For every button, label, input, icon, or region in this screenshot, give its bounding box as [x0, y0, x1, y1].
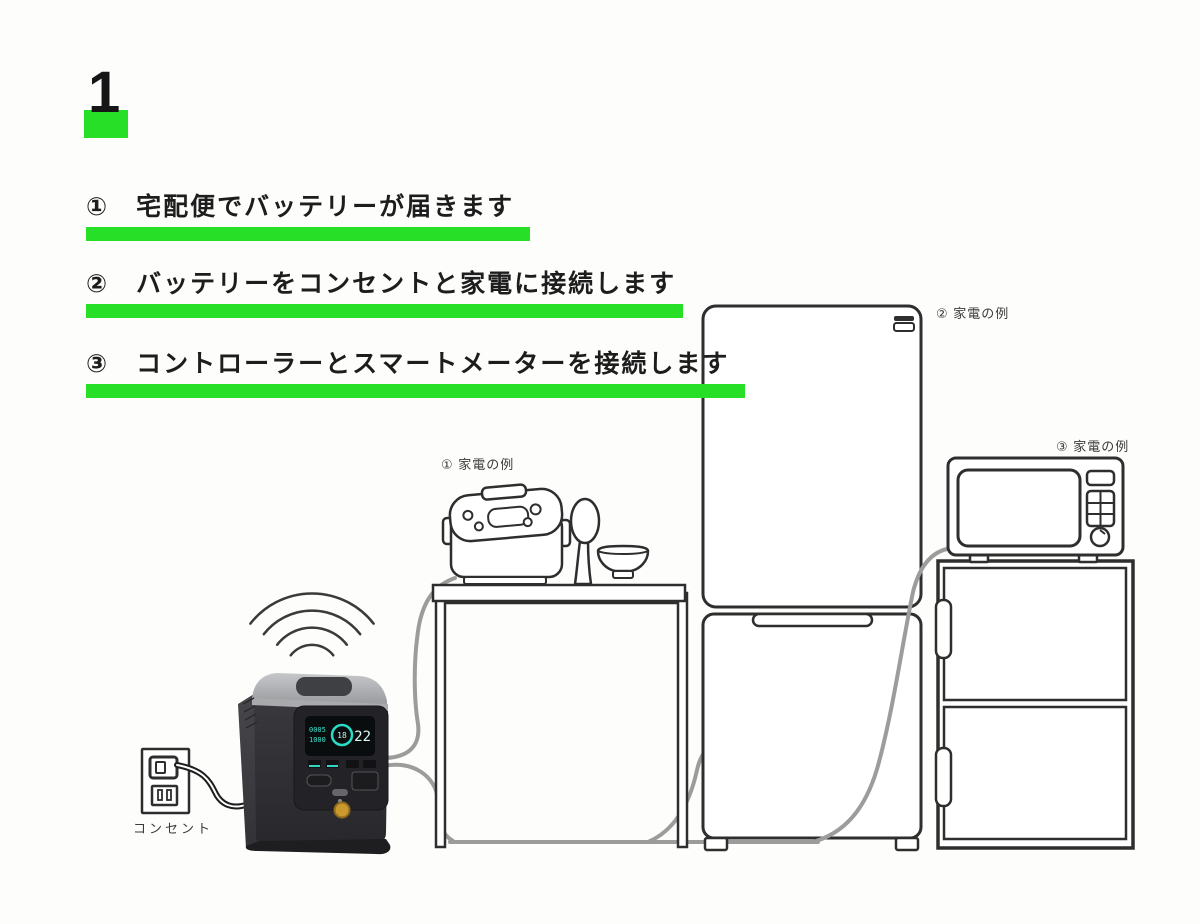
battery-power-button [333, 801, 351, 819]
caption-appliance-example-3: ③ 家電の例 [1056, 439, 1130, 454]
step-text: ② バッテリーをコンセントと家電に接続します [86, 270, 677, 298]
wifi-signal-icon [249, 592, 375, 657]
display-left-bottom: 1000 [309, 736, 326, 744]
step-text: ① 宅配便でバッテリーが届きます [86, 193, 515, 221]
step-highlight-bar [86, 384, 745, 398]
refrigerator-illustration [701, 304, 923, 852]
slide-number-digit: 1 [88, 60, 121, 125]
rice-cooker-illustration [441, 483, 572, 585]
table-illustration [431, 583, 689, 849]
battery-display: 0005 1000 18 22 [305, 716, 375, 756]
cable-to-microwave [814, 547, 949, 843]
cabinet-illustration [934, 559, 1135, 850]
bowl-illustration [596, 544, 650, 579]
caption-outlet: コンセント [133, 821, 214, 836]
outlet-power-cable [174, 762, 251, 810]
microwave-illustration [946, 456, 1125, 564]
fridge-handle-icon [893, 316, 915, 332]
step-highlight-bar [86, 227, 530, 241]
battery-ports [306, 760, 379, 819]
step-highlight-bar [86, 304, 683, 318]
outlet-plug-icon [148, 755, 179, 780]
slide-number-highlight [84, 110, 128, 138]
step-text: ③ コントローラーとスマートメーターを接続します [86, 350, 730, 378]
portable-battery-illustration: 0005 1000 18 22 [238, 673, 391, 855]
caption-appliance-example-1: ① 家電の例 [441, 457, 515, 472]
cable-rice-cooker [384, 576, 457, 760]
rice-paddle-illustration [569, 497, 601, 586]
display-ring-value: 18 [337, 731, 347, 740]
display-right-value: 22 [354, 729, 371, 745]
display-left-top: 0005 [309, 726, 326, 734]
caption-appliance-example-2: ② 家電の例 [936, 306, 1010, 321]
wall-outlet-illustration [140, 747, 191, 815]
